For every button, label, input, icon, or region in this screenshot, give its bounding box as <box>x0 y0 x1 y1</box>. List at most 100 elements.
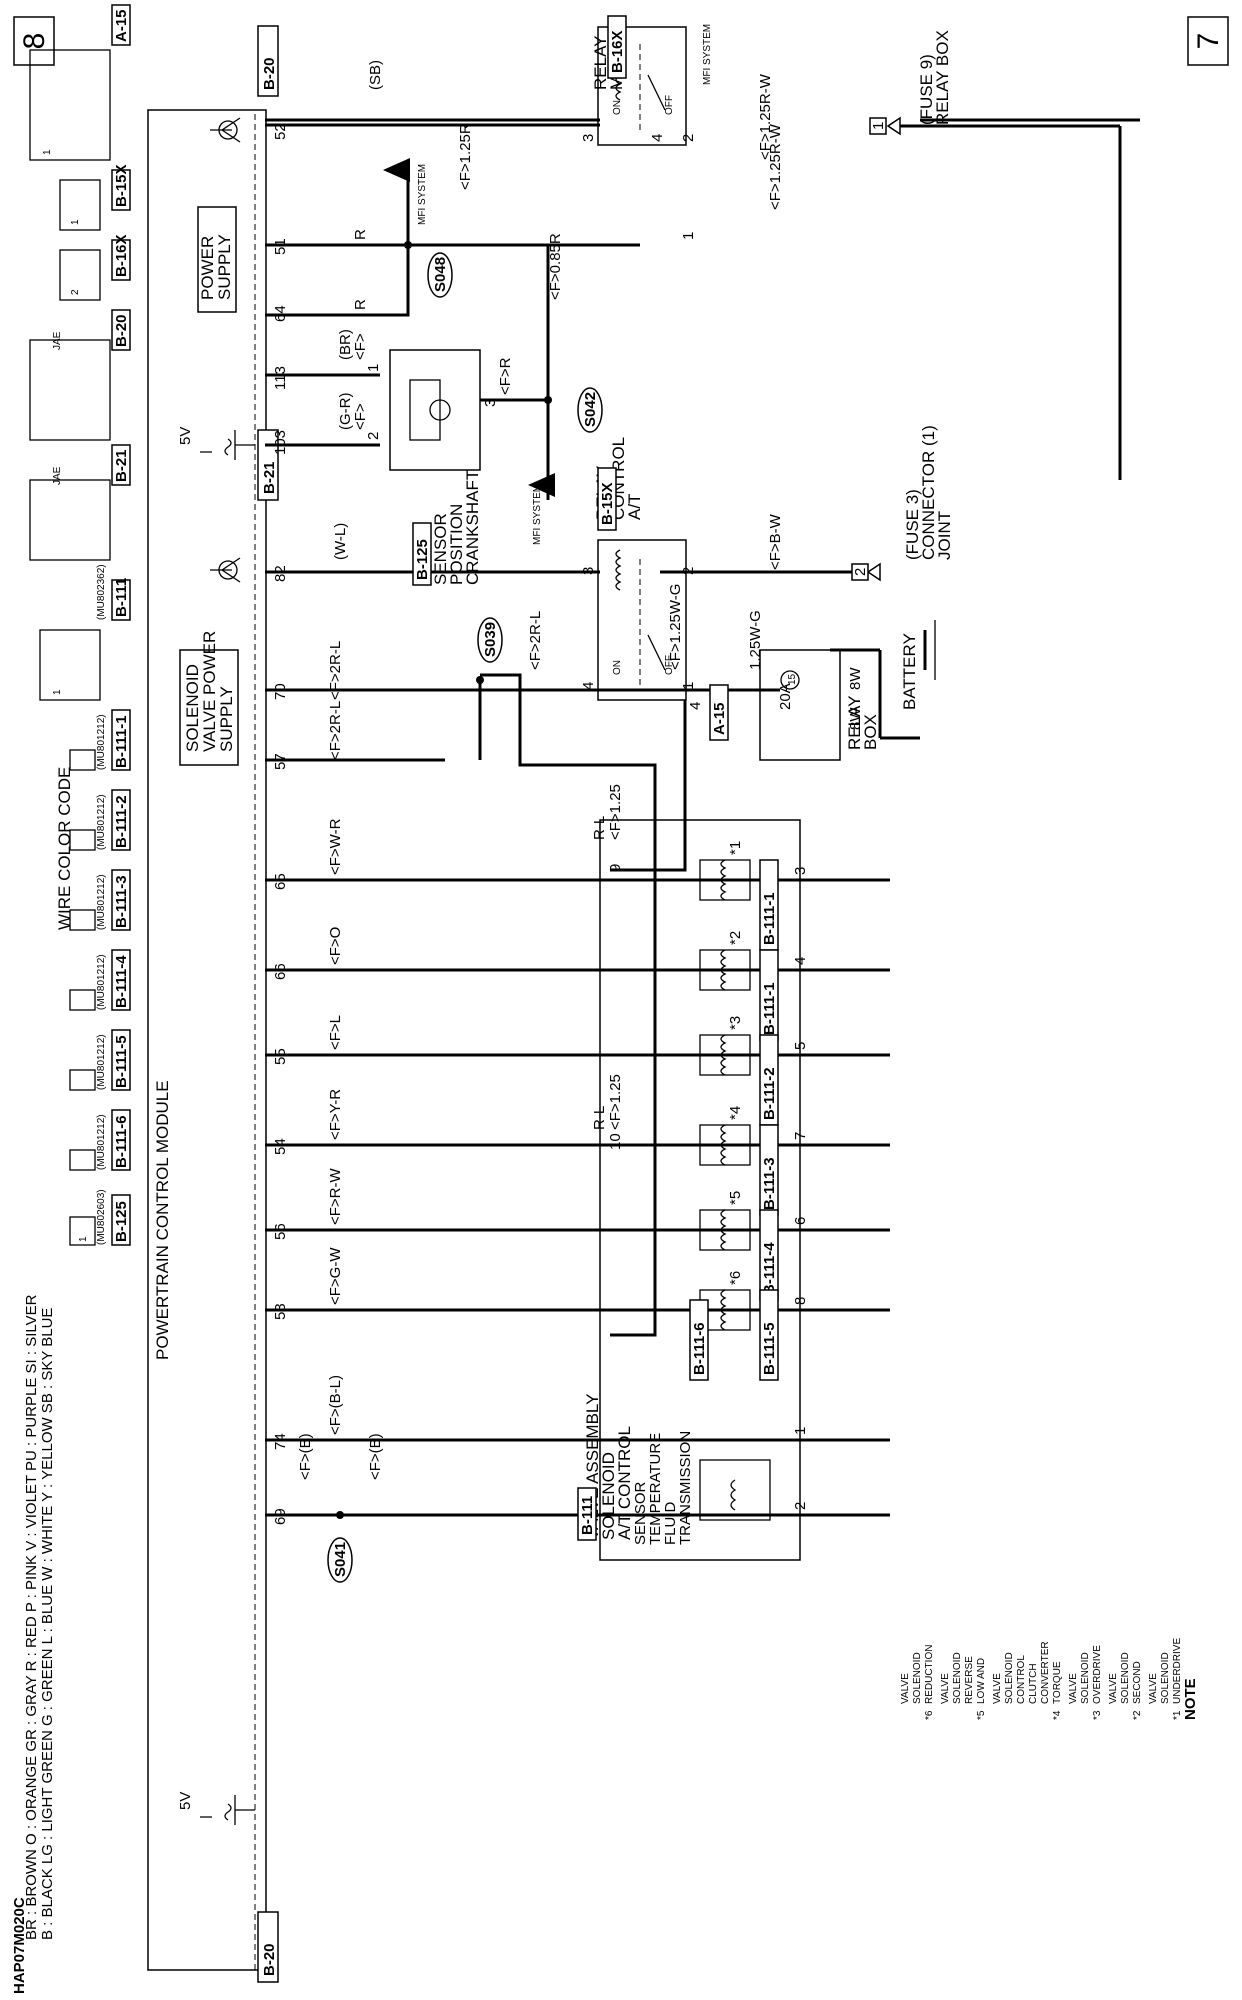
tft-pin-2: 2 <box>792 1502 809 1510</box>
valve-pin-3: 3 <box>792 867 809 875</box>
power-supply-label: POWERSUPPLY <box>198 234 234 300</box>
splice-s039-label: S039 <box>482 622 499 657</box>
valve-assembly-conn: B-111 <box>579 1496 596 1535</box>
splice-s041: S041 <box>327 1511 353 1583</box>
tft-sensor: TRANSMISSIONFLUIDTEMPERATURESENSOR 1 2 <box>632 1427 809 1545</box>
pin-65: 65 <box>272 873 289 890</box>
splice-s042-label: S042 <box>582 392 599 427</box>
conn-panel-b16x: B-16X <box>113 234 130 277</box>
valve-pin-4: 4 <box>792 957 809 965</box>
note-item-2: *2SECONDSOLENOIDVALVE <box>1108 1652 1143 1720</box>
solenoid-2-star: *2 <box>727 931 744 945</box>
conn-panel-part-a: (MU802362) <box>96 564 107 620</box>
page-code: HAP07M020C <box>11 1897 28 1994</box>
five-volt-label-top: 5V <box>177 427 194 445</box>
conn-panel-jae-1: JAE <box>52 331 63 350</box>
note-item-6: *6REDUCTIONSOLENOIDVALVE <box>900 1645 935 1720</box>
solenoid-4-star: *4 <box>727 1106 744 1120</box>
solenoid-1-conn: B-111-1 <box>761 892 778 945</box>
wire-label-w18: <F>2R-L <box>327 641 344 700</box>
conn-panel-part-b1: (MU801212) <box>96 714 107 770</box>
pin-69: 69 <box>272 1508 289 1525</box>
solenoid-6: *6 B-111-5 <box>699 1271 779 1381</box>
pin-51: 51 <box>272 238 289 255</box>
wire-label-w23: <F>O <box>327 927 344 965</box>
wire-label-w1: <F>1.25R-W <box>767 123 784 210</box>
transistor-symbol-82 <box>210 557 241 583</box>
b20-connector-tag-bottom: B-20 <box>261 1943 278 1976</box>
crank-pin-2: 2 <box>365 432 382 440</box>
sensor-5v-circuit-bottom: 5V <box>177 1792 255 1825</box>
wire-label-w4: <F>1.25R <box>457 123 474 190</box>
mfi-relay-off: OFF <box>664 95 675 115</box>
wire-label-w25: <F>Y-R <box>327 1089 344 1140</box>
battery: BATTERY <box>830 620 936 740</box>
joint-connector: 2 JOINTCONNECTOR (1)(FUSE 3) <box>851 425 954 582</box>
wire-label-w6: R <box>352 299 369 310</box>
note-block: NOTE *1UNDERDRIVESOLENOIDVALVE *2SECONDS… <box>900 1638 1199 1720</box>
wire-label-w13: 1.25W-G <box>747 610 764 670</box>
relay-box: 15 20A RELAYBOX <box>759 649 880 761</box>
battery-label: BATTERY <box>900 633 919 710</box>
pin-53: 53 <box>272 1303 289 1320</box>
solenoid-5-star: *5 <box>727 1191 744 1205</box>
transistor-symbol-52 <box>210 117 241 143</box>
at-relay-pin-2: 2 <box>680 567 697 575</box>
conn-panel-part-b2: (MU801212) <box>96 794 107 850</box>
mfi-system-label-3: MFI SYSTEM <box>532 484 543 545</box>
note-item-1: *1UNDERDRIVESOLENOIDVALVE <box>1148 1638 1183 1720</box>
crank-sensor-label: CRANKSHAFTPOSITIONSENSOR <box>431 470 482 585</box>
at-relay-pin-1: 1 <box>680 682 697 690</box>
wire-label-w24: <F>L <box>327 1015 344 1050</box>
pcm-module: POWERTRAIN CONTROL MODULE POWERSUPPLY SO… <box>147 25 279 1983</box>
splice-s048: S048 <box>404 241 453 298</box>
pcm-label: POWERTRAIN CONTROL MODULE <box>153 1080 172 1360</box>
conn-panel-b20: B-20 <box>113 314 130 347</box>
solenoid-6-conn: B-111-5 <box>761 1322 778 1375</box>
pin-70: 70 <box>272 683 289 700</box>
b21-connector-tag: B-21 <box>261 461 278 494</box>
joint-connector-label: JOINTCONNECTOR (1)(FUSE 3) <box>903 425 954 560</box>
fuse-15-number: 15 <box>787 673 798 685</box>
solenoid-3-conn: B-111-2 <box>761 1067 778 1120</box>
conn-panel-b111: B-111 <box>113 578 130 617</box>
at-relay-conn: B-15X <box>599 482 616 525</box>
solenoid-2: *2 B-111-1 <box>699 931 779 1041</box>
wiring <box>265 118 1140 1517</box>
pin-57: 57 <box>272 753 289 770</box>
wire-label-w22: <F>W-R <box>327 818 344 875</box>
note-title: NOTE <box>1182 1678 1199 1720</box>
conn-panel-b21: B-21 <box>113 449 130 482</box>
valve-pin-9: 9 <box>607 864 624 872</box>
b111-face-pins: 1 <box>52 689 63 695</box>
pin-56: 56 <box>272 1223 289 1240</box>
tft-pin-1: 1 <box>792 1427 809 1435</box>
b15x-face-pins: 1 <box>70 219 81 225</box>
pin-55: 55 <box>272 1048 289 1065</box>
wire-label-w19: <F>2R-L <box>327 701 344 760</box>
mfi-relay-pin-2: 2 <box>680 134 697 142</box>
mfi-relay-on: ON <box>612 100 623 115</box>
conn-panel-b125: B-125 <box>113 1201 130 1242</box>
wire-label-w5: R <box>352 229 369 240</box>
relay-box-label: RELAYBOX <box>845 696 880 751</box>
mfi-relay-pin-3: 3 <box>580 134 597 142</box>
crank-pin-1: 1 <box>365 364 382 372</box>
solenoid-1-star: *1 <box>727 841 744 855</box>
fuse-15-amp: 20A <box>777 683 794 710</box>
valve-pin-6: 6 <box>792 1217 809 1225</box>
solenoid-5-conn: B-111-4 <box>761 1242 778 1295</box>
solenoid-4: *4 B-111-3 <box>699 1106 779 1216</box>
splice-s039: S039 <box>476 617 503 684</box>
conn-panel-jae-2: JAE <box>52 466 63 485</box>
conn-panel-a15: A-15 <box>113 9 130 42</box>
wire-label-w14: 8W <box>847 667 864 690</box>
wire-label-w3: (SB) <box>367 60 384 90</box>
five-volt-label-bottom: 5V <box>177 1792 194 1810</box>
solenoid-last-conn: B-111-6 <box>691 1322 708 1375</box>
pin-54: 54 <box>272 1138 289 1155</box>
wire-label-w26: <F>R-W <box>327 1167 344 1225</box>
b125-face-pins: 1 <box>78 1236 89 1242</box>
